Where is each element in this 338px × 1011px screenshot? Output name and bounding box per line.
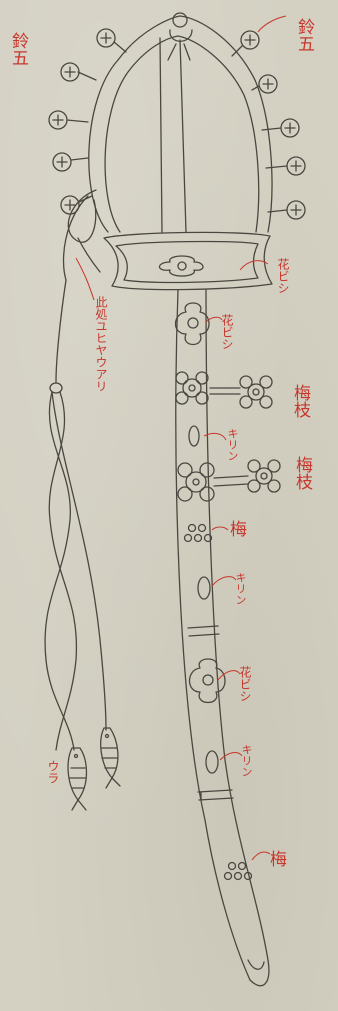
bells-left [48, 28, 127, 215]
label-bells-left: 鈴五 [8, 32, 28, 66]
label-bells-right: 鈴五 [294, 18, 314, 52]
label-cord-note: 此処ユヒヤウアリ [94, 296, 108, 392]
label-kirin-1: キリン [226, 428, 239, 461]
label-ume-branch-1: 梅枝 [290, 384, 310, 418]
label-ume-branch-2: 梅枝 [292, 456, 312, 490]
hanabishi-motif-1 [174, 302, 210, 346]
ume-dots-1 [183, 523, 213, 543]
label-ume-1: 梅 [226, 520, 246, 537]
bells-right [231, 30, 306, 220]
ume-motif-2 [177, 459, 281, 502]
scabbard [175, 289, 270, 987]
annotation-leader-lines [75, 15, 287, 861]
sword-guard [103, 231, 273, 291]
label-kirin-2: キリン [234, 572, 247, 605]
kirin-slot-1 [188, 425, 200, 447]
ume-motif-1 [175, 371, 273, 409]
hanging-cord [44, 189, 107, 751]
label-hanabishi-guard: 花ビシ [276, 258, 290, 294]
handle-bow [88, 12, 273, 233]
label-fish: ウラ [46, 760, 60, 784]
label-ume-2: 梅 [266, 850, 286, 867]
kirin-slot-2 [197, 576, 211, 600]
hanabishi-motif-2 [188, 658, 226, 704]
kirin-slot-3 [205, 750, 219, 774]
label-kirin-3: キリン [240, 744, 253, 777]
label-hanabishi-2: 花ビシ [238, 666, 252, 702]
ume-dots-2 [223, 861, 253, 881]
label-hanabishi-1: 花ビシ [220, 314, 234, 350]
fish-ornament-right [100, 727, 121, 789]
fish-ornament-left [67, 747, 88, 811]
